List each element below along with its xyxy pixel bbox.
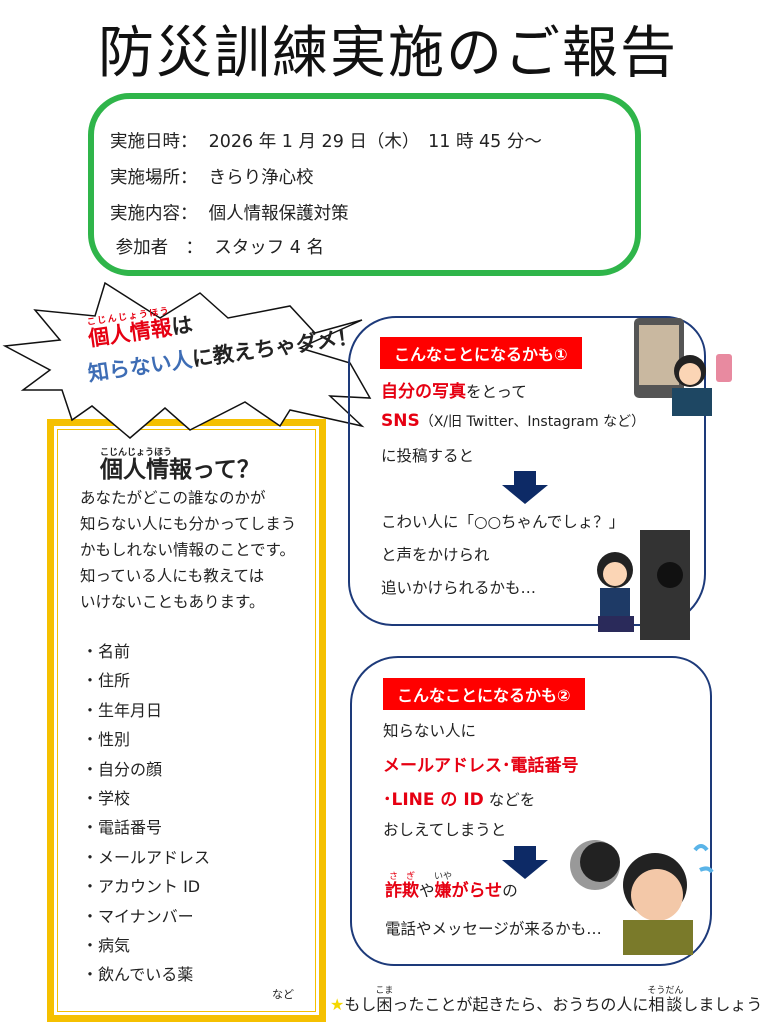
case1-bubble [348,316,706,626]
case2-bubble [350,656,712,966]
paragraph-line: かもしれない情報のことです。 [80,541,295,559]
case1-label: こんなことになるかも① [380,337,582,369]
case2-label: こんなことになるかも② [383,678,585,710]
list-item: ・住所 [82,671,131,691]
list-item: ・生年月日 [82,700,163,720]
info-row-content: 実施内容： 個人情報保護対策 [110,200,349,225]
chased-girl-illustration [597,530,690,640]
case2-line6: 電話やメッセージが来るかも… [385,920,602,938]
case1-line3: に投稿すると [381,447,475,465]
paragraph-line: あなたがどこの誰なのかが [80,489,266,507]
case1-line4: こわい人に「○○ちゃんでしょ？」 [381,513,625,531]
info-box: 実施日時： 2026 年 1 月 29 日（木） 11 時 45 分～ 実施場所… [88,93,641,276]
info-row-date: 実施日時： 2026 年 1 月 29 日（木） 11 時 45 分～ [110,128,542,153]
list-item: ・病気 [82,936,131,955]
info-row-place: 実施場所： きらり浄心校 [110,164,314,189]
info-value: 個人情報保護対策 [208,204,349,224]
info-label: 実施場所： [110,168,198,188]
info-value: きらり浄心校 [208,168,314,188]
info-value: スタッフ 4 名 [214,238,324,258]
down-arrow-icon [502,471,548,504]
paragraph-line: 知っている人にも教えては [80,567,265,585]
starburst-shape [2,281,372,439]
list-item: ・自分の顔 [82,759,163,779]
case1-line6: 追いかけられるかも… [381,579,537,597]
list-item: ・マイナンバー [82,906,194,926]
case1-line2: SNS（X/旧 Twitter、Instagram など） [381,411,646,431]
down-arrow-icon [502,846,548,879]
paragraph-line: いけないこともあります。 [80,593,265,611]
case1-line1: 自分の写真をとって [381,382,527,402]
selfie-girl-illustration [634,318,732,416]
footer-note: ★もし困こまったことが起きたら、おうちの人に相談そうだんしましょう [330,986,763,1014]
info-row-participants: 参加者 ： スタッフ 4 名 [110,234,324,259]
info-label: 参加者 ： [110,238,204,258]
list-item: ・飲んでいる薬 [82,965,194,985]
page-title: 防災訓練実施のご報告 [98,21,678,86]
personal-info-heading: 個人情報って？こじんじょうほう [100,448,260,483]
burst-text: は [169,312,195,340]
case2-line1: 知らない人に [383,722,477,740]
list-item: ・アカウント ID [82,877,201,897]
case1-line5: と声をかけられ [381,546,490,564]
list-item: ・電話番号 [82,818,163,838]
info-label: 実施日時： [110,132,198,152]
info-label: 実施内容： [110,204,198,224]
case2-line2: メールアドレス･電話番号 [383,756,579,776]
paragraph-line: 知らない人にも分かってしまう [80,515,297,533]
case2-line3: ･LINE の ID などを [383,790,536,810]
list-item: ・学校 [82,789,131,808]
case2-line5: 詐欺さぎや嫌いやがらせの [385,872,518,901]
list-item: ・性別 [82,730,131,750]
scam-call-illustration [570,840,714,955]
star-icon: ★ [330,995,345,1014]
list-item: ・メールアドレス [82,847,211,867]
case2-line4: おしえてしまうと [383,821,507,839]
etc-note: など [272,988,294,1001]
list-item: ・名前 [82,642,131,661]
info-value: 2026 年 1 月 29 日（木） 11 時 45 分～ [208,132,542,152]
